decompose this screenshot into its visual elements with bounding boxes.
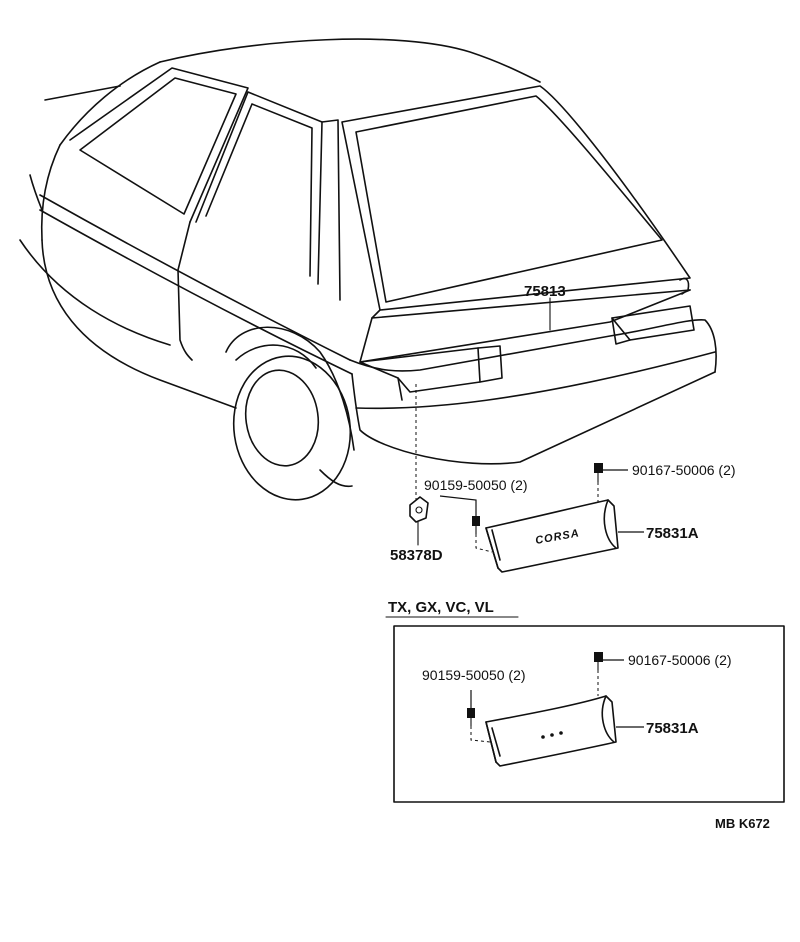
- car-body-outline: [19, 38, 717, 465]
- inset-rear-garnish-plate: [485, 695, 617, 767]
- inset-nut-left: [467, 708, 475, 727]
- inset-variant-title: TX, GX, VC, VL: [388, 599, 494, 616]
- rear-wheel: [225, 326, 355, 501]
- rear-garnish-plate-corsa: CORSA: [485, 499, 619, 573]
- part-label-75813: 75813: [524, 283, 566, 300]
- leader-nut-left: [439, 495, 477, 516]
- inset-guide-nut-left: [470, 726, 491, 743]
- part-label-58378d: 58378D: [390, 547, 443, 564]
- part-label-nut-left: 90159-50050 (2): [424, 477, 528, 493]
- clip-58378d: [409, 496, 429, 523]
- inset-label-plate: 75831A: [646, 720, 699, 737]
- part-label-plate: 75831A: [646, 525, 699, 542]
- inset-box: [393, 625, 785, 803]
- emblem-corsa: CORSA: [534, 527, 580, 547]
- inset-label-nut-right: 90167-50006 (2): [628, 652, 732, 668]
- part-label-nut-right: 90167-50006 (2): [632, 462, 736, 478]
- nut-left: [472, 516, 480, 535]
- diagram-ref-code: MB K672: [715, 816, 770, 831]
- inset-nut-right: [594, 652, 603, 671]
- inset-label-nut-left: 90159-50050 (2): [422, 667, 526, 683]
- nut-right: [594, 463, 603, 483]
- guide-nut-left: [475, 534, 493, 553]
